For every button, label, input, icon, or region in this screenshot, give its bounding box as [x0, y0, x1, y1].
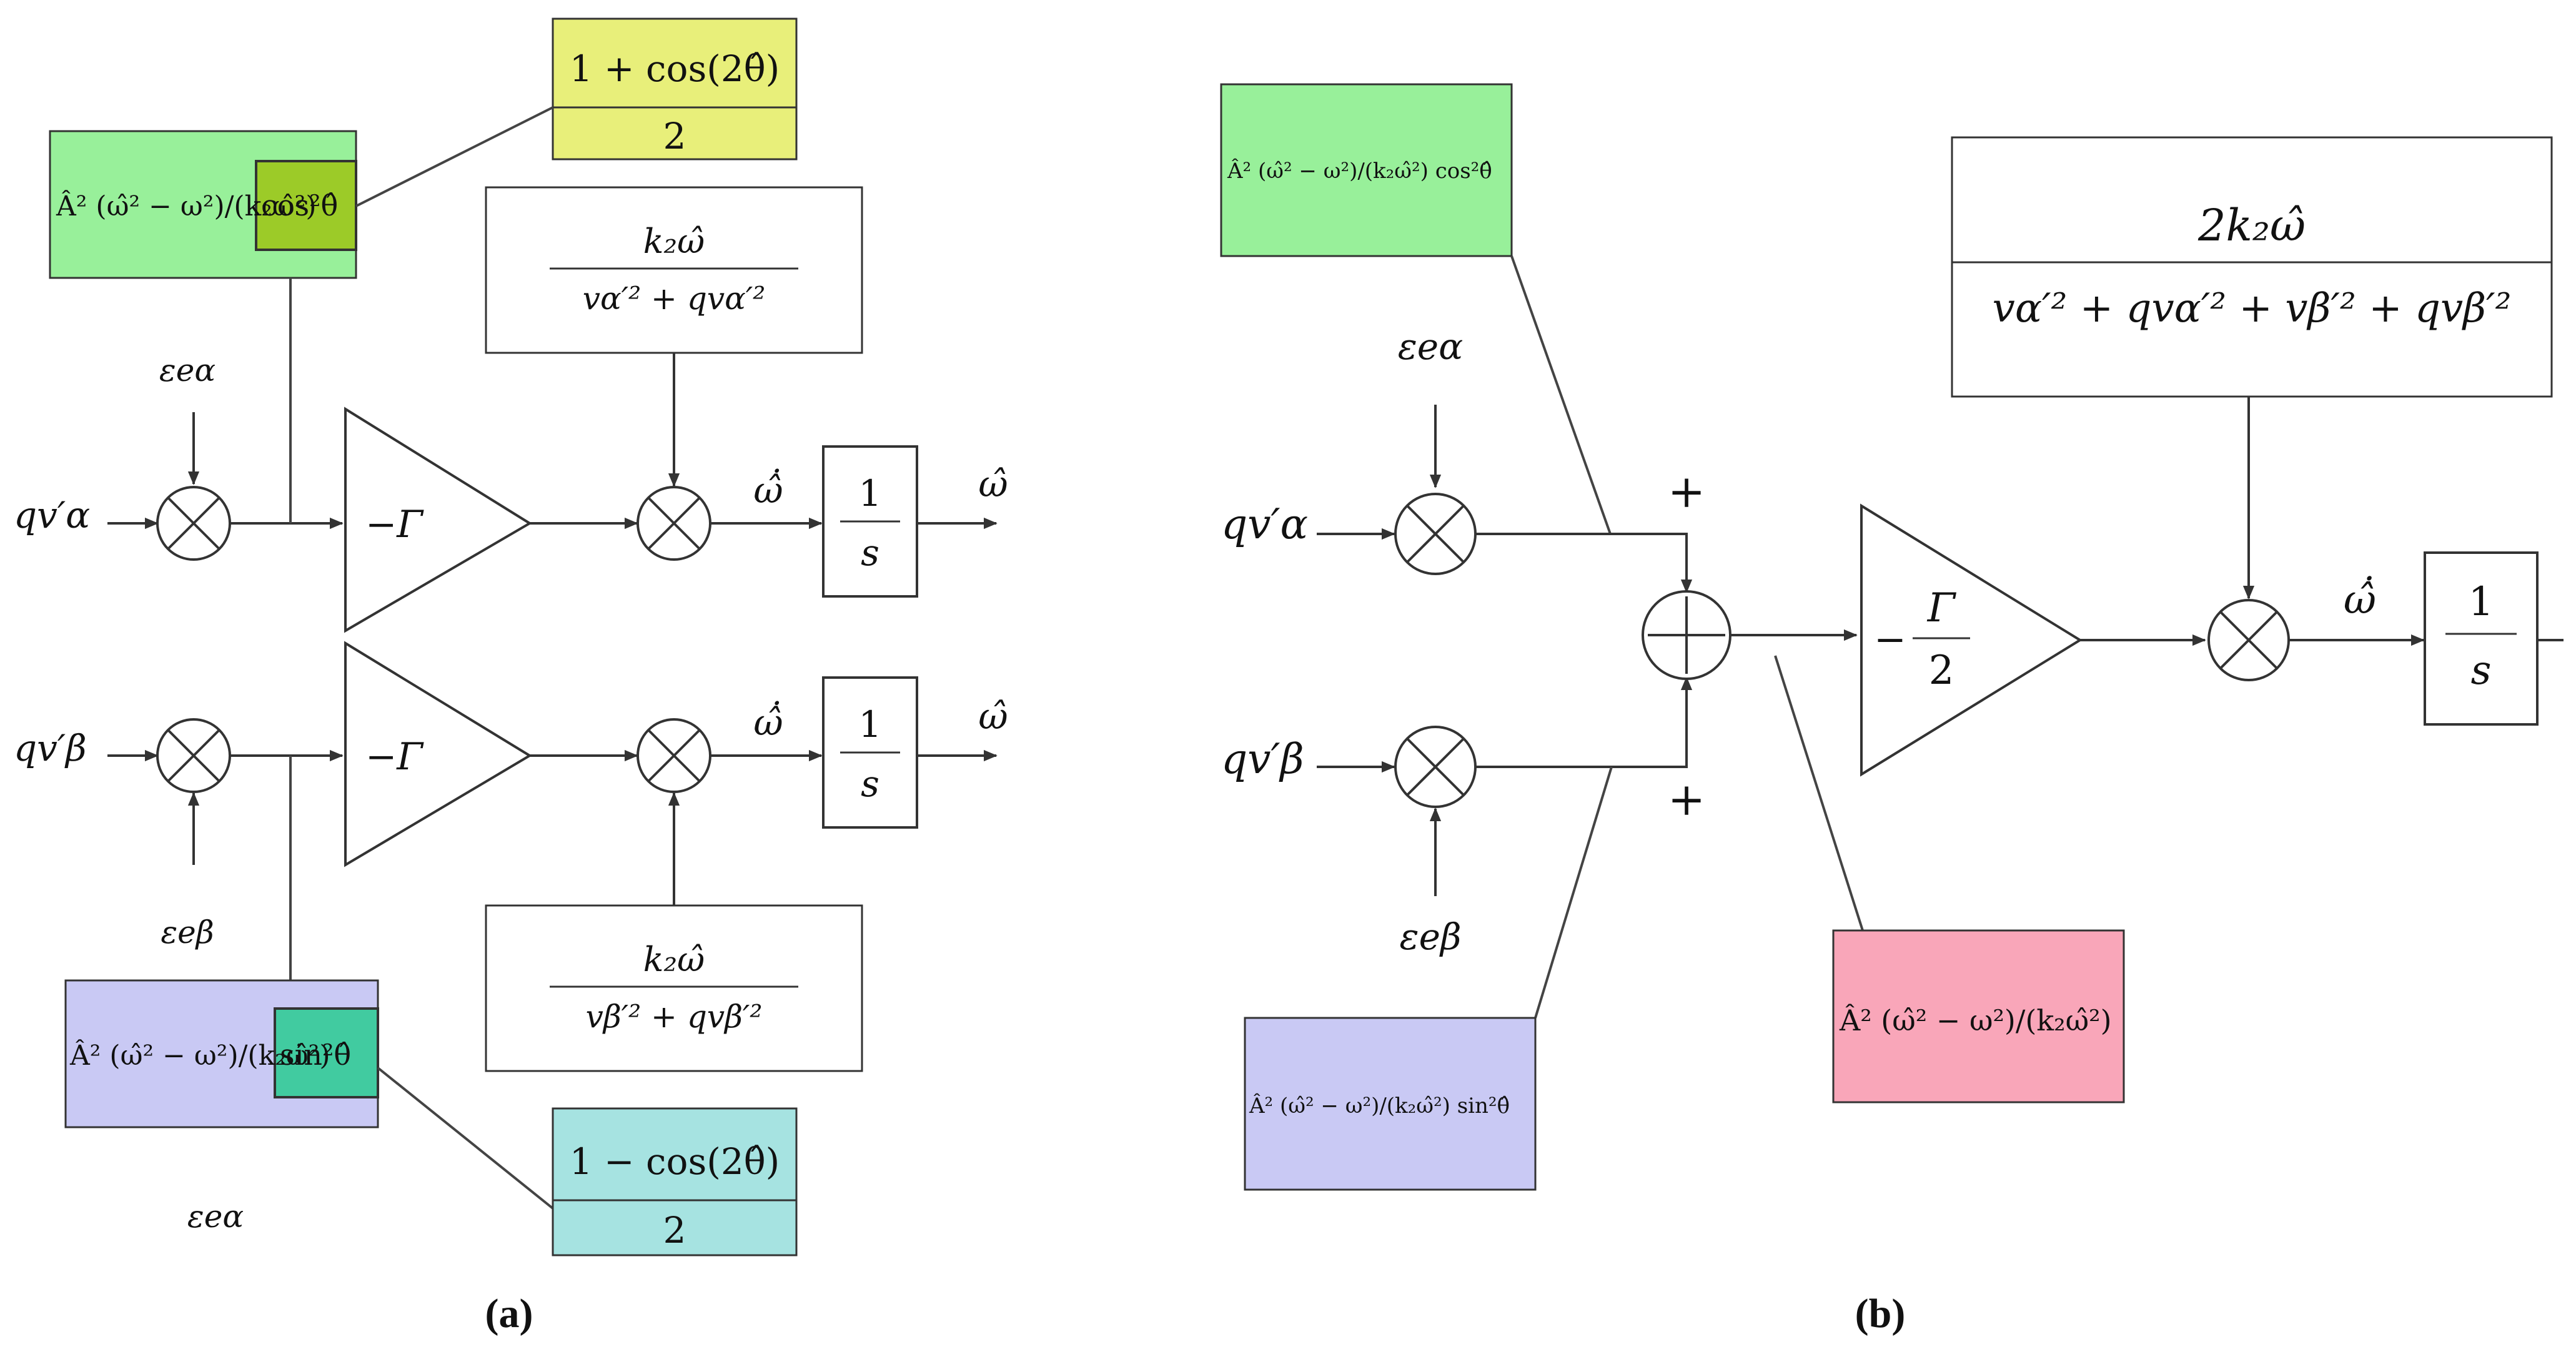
b-adapt-num: 2k₂ω̂	[2197, 200, 2306, 251]
a-error-beta: εeβ	[161, 914, 214, 950]
a-input-alpha: qv′α	[14, 494, 90, 536]
b-green-text: Â² (ω̂² − ω²)/(k₂ω̂²) cos²θ̂	[1227, 158, 1492, 184]
b-adapt-den: vα′² + qvα′² + vβ′² + qvβ′²	[1993, 285, 2512, 332]
b-error-alpha: εeα	[1398, 325, 1464, 368]
a-omega-dot-beta: ω̂̇	[753, 701, 783, 744]
b-pink-text: Â² (ω̂² − ω²)/(k₂ω̂²)	[1839, 1003, 2112, 1037]
b-adapt-box	[1951, 136, 2553, 398]
a-error-alpha: εeα	[159, 352, 215, 388]
a-purple-expr: Â² (ω̂² − ω²)/(k₂ω̂²)	[69, 1039, 330, 1072]
a-error-bottom: εeα	[187, 1198, 244, 1235]
a-output-beta: ω̂	[978, 695, 1008, 738]
a-purple-highlight	[274, 1007, 379, 1098]
b-gain-num: Γ	[1927, 585, 1957, 631]
a-purple-highlight-text: sin²θ̂	[280, 1038, 351, 1072]
a-cyan-den: 2	[663, 1209, 686, 1251]
a-green-expr: Â² (ω̂² − ω²)/(k₂ω̂²)	[56, 189, 317, 222]
b-input-alpha: qv′α	[1221, 500, 1308, 548]
b-gain	[1860, 503, 2083, 777]
b-integrator-num: 1	[2469, 579, 2494, 625]
panel-b-label: (b)	[1855, 1291, 1906, 1336]
a-yellow-den: 2	[663, 115, 686, 157]
a-adapt-alpha-den: vα′² + qvα′²	[583, 280, 766, 317]
a-gain-beta	[344, 641, 532, 867]
a-omega-dot-alpha: ω̂̇	[753, 468, 783, 511]
panel-a: Â² (ω̂² − ω²)/(k₂ω̂²) cos²θ̂ 1 + cos(2θ̂…	[14, 17, 1008, 1336]
b-error-beta: εeβ	[1400, 915, 1462, 958]
a-integrator-beta-den: s	[861, 762, 879, 805]
a-gain-alpha	[344, 407, 532, 633]
a-cyan-box	[552, 1107, 798, 1256]
a-gain-alpha-text: −Γ	[365, 503, 424, 546]
a-integrator-alpha-den: s	[861, 531, 879, 574]
b-integrator	[2424, 551, 2539, 726]
a-input-beta: qv′β	[14, 727, 87, 769]
b-input-beta: qv′β	[1221, 735, 1304, 783]
b-purple-text: Â² (ω̂² − ω²)/(k₂ω̂²) sin²θ̂	[1249, 1093, 1510, 1118]
b-purple-box	[1244, 1017, 1537, 1191]
a-integrator-beta-num: 1	[859, 703, 882, 746]
a-yellow-num: 1 + cos(2θ̂)	[570, 47, 780, 90]
b-pink-box	[1832, 929, 2125, 1103]
a-adapt-beta-den: vβ′² + qvβ′²	[586, 999, 763, 1035]
a-adapt-beta-box	[485, 904, 863, 1072]
a-integrator-alpha-num: 1	[859, 472, 882, 515]
b-gain-sign: −	[1874, 616, 1906, 662]
a-adapt-alpha-num: k₂ω̂	[643, 222, 705, 261]
a-adapt-beta-num: k₂ω̂	[643, 940, 705, 979]
a-yellow-box	[552, 17, 798, 160]
a-green-highlight-text: cos²θ̂	[261, 189, 338, 222]
b-plus-bottom: +	[1668, 773, 1705, 826]
panel-b: Â² (ω̂² − ω²)/(k₂ω̂²) cos²θ̂ εeα qv′α + …	[1220, 83, 2564, 1336]
b-integrator-den: s	[2471, 648, 2492, 694]
a-green-highlight	[255, 160, 357, 251]
a-adapt-alpha-box	[485, 186, 863, 354]
a-cyan-num: 1 − cos(2θ̂)	[570, 1140, 780, 1183]
b-omega-dot: ω̂̇	[2344, 575, 2376, 623]
b-plus-top: +	[1668, 465, 1705, 518]
b-green-box	[1220, 83, 1513, 257]
panel-a-label: (a)	[485, 1291, 533, 1336]
b-gain-den: 2	[1929, 648, 1954, 694]
a-output-alpha: ω̂	[978, 463, 1008, 505]
a-gain-beta-text: −Γ	[365, 735, 424, 779]
